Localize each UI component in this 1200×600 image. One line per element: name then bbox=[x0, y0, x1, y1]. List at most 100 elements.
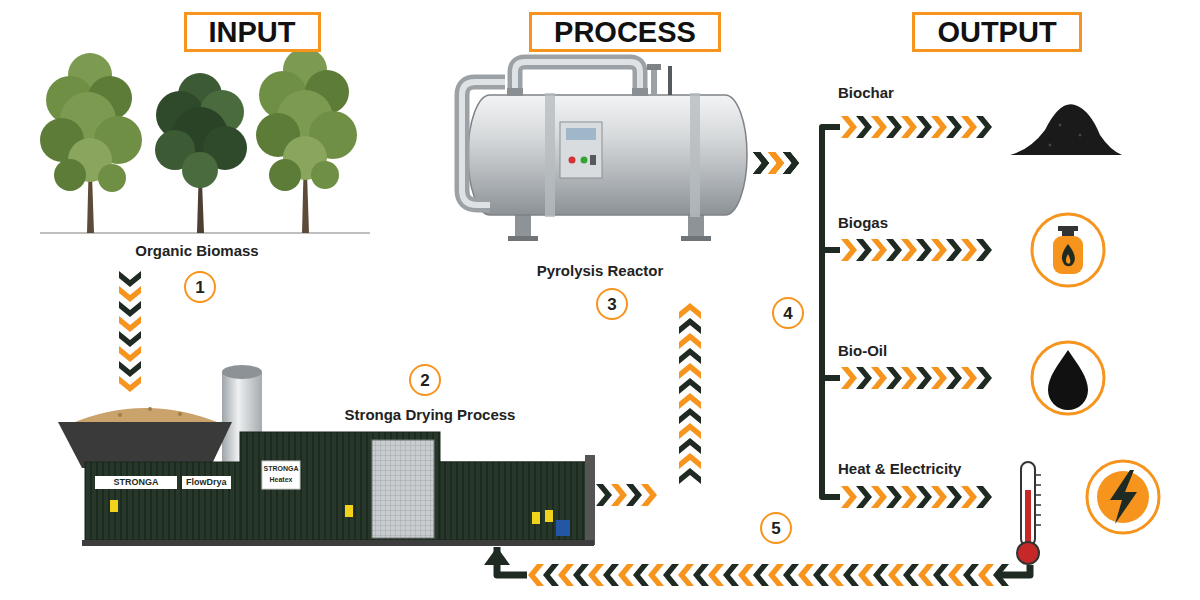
chevron bbox=[663, 564, 679, 586]
chevron bbox=[753, 152, 769, 174]
chevron bbox=[119, 301, 141, 317]
chevron bbox=[679, 318, 701, 334]
chevron bbox=[679, 438, 701, 454]
section-heading: OUTPUT bbox=[937, 15, 1056, 49]
chevron bbox=[679, 348, 701, 364]
pyrolysis-reactor-drawing bbox=[569, 157, 576, 164]
chevron bbox=[596, 484, 612, 506]
chevron bbox=[916, 239, 932, 261]
chevron bbox=[916, 367, 932, 389]
chevron bbox=[931, 367, 947, 389]
pyrolysis-reactor-drawing bbox=[545, 93, 555, 217]
chevron bbox=[871, 116, 887, 138]
callout-number-holder: 5 bbox=[760, 512, 792, 544]
drying-machine-drawing bbox=[178, 412, 182, 416]
chevron bbox=[961, 116, 977, 138]
biogas-icon bbox=[1062, 244, 1075, 266]
chevron bbox=[901, 239, 917, 261]
biochar-icon bbox=[1079, 134, 1082, 137]
pyrolysis-reactor-drawing bbox=[462, 62, 747, 241]
drying-machine-drawing bbox=[148, 407, 152, 411]
biochar-icon bbox=[1059, 124, 1062, 127]
chevron bbox=[841, 239, 857, 261]
callout-number-holder: 3 bbox=[596, 288, 628, 320]
chevron bbox=[679, 333, 701, 349]
chevron bbox=[679, 378, 701, 394]
connector-line bbox=[752, 163, 1000, 378]
arrowhead bbox=[484, 547, 510, 565]
trees bbox=[40, 48, 370, 233]
thermometer-icon bbox=[1036, 475, 1041, 525]
chevron bbox=[828, 564, 844, 586]
chevron bbox=[753, 152, 769, 174]
node-label: Biogas bbox=[838, 214, 888, 232]
chevron bbox=[119, 331, 141, 347]
chevron bbox=[753, 152, 769, 174]
output-node: Bio-Oil bbox=[1000, 340, 1140, 416]
chevron bbox=[119, 376, 141, 392]
drying-machine-drawing bbox=[222, 365, 262, 379]
pyrolysis-reactor-drawing bbox=[566, 128, 596, 140]
pyrolysis-reactor-drawing bbox=[581, 157, 588, 164]
chevron bbox=[783, 152, 799, 174]
section-header-box: OUTPUT bbox=[912, 12, 1081, 52]
chevron bbox=[679, 408, 701, 424]
machine-model-plate: FlowDrya bbox=[186, 478, 227, 487]
chevron bbox=[961, 486, 977, 508]
chevron bbox=[843, 564, 859, 586]
bio-oil-icon bbox=[1032, 342, 1104, 414]
thermometer-icon bbox=[1017, 542, 1039, 564]
chevron bbox=[768, 152, 784, 174]
machine-brand-plate: STRONGA bbox=[114, 478, 159, 487]
pyrolysis-reactor-drawing bbox=[462, 82, 505, 205]
drying-machine-drawing bbox=[82, 540, 594, 546]
chevron-connector bbox=[595, 285, 701, 506]
chevron bbox=[768, 152, 784, 174]
callout-number: 5 bbox=[771, 520, 780, 537]
biogas-icon bbox=[1032, 214, 1104, 286]
pyrolysis-reactor-drawing bbox=[507, 88, 523, 96]
chevron bbox=[679, 303, 701, 319]
chevron-connector bbox=[752, 152, 1000, 261]
chevron bbox=[873, 564, 889, 586]
chevron bbox=[901, 116, 917, 138]
chevron bbox=[888, 564, 904, 586]
drying-machine-drawing bbox=[545, 510, 553, 522]
chevron bbox=[886, 116, 902, 138]
biochar-icon bbox=[1049, 144, 1052, 147]
node-label: Pyrolysis Reactor bbox=[537, 262, 664, 280]
chevron bbox=[618, 564, 634, 586]
chevron bbox=[588, 564, 604, 586]
chevron bbox=[841, 486, 857, 508]
pyrolysis-reactor-drawing bbox=[668, 66, 672, 95]
chevron bbox=[963, 564, 979, 586]
pyrolysis-reactor-drawing bbox=[632, 88, 648, 96]
drying-machine-drawing bbox=[118, 413, 122, 417]
chevron bbox=[858, 564, 874, 586]
machine-badge-text-holder: Heatex bbox=[270, 476, 293, 483]
drying-machine-drawing bbox=[110, 500, 118, 512]
trees bbox=[98, 164, 126, 192]
chevron bbox=[841, 367, 857, 389]
chevron bbox=[886, 367, 902, 389]
chevron-connector bbox=[752, 152, 1002, 508]
pyrolysis-reactor-drawing bbox=[462, 82, 505, 205]
chevron bbox=[693, 564, 709, 586]
chevron bbox=[783, 152, 799, 174]
chevron bbox=[918, 564, 934, 586]
chevron bbox=[871, 367, 887, 389]
chevron bbox=[813, 564, 829, 586]
biogas-icon bbox=[1032, 214, 1104, 286]
electricity-icon bbox=[1097, 471, 1149, 523]
thermometer-icon bbox=[1025, 490, 1031, 548]
trees bbox=[311, 161, 339, 189]
chevron bbox=[901, 486, 917, 508]
chevron bbox=[648, 564, 664, 586]
chevron bbox=[841, 116, 857, 138]
drying-machine-drawing bbox=[58, 365, 595, 546]
pyrolysis-reactor-drawing bbox=[681, 236, 711, 241]
pyrolysis-reactor-drawing bbox=[515, 62, 640, 95]
drying-machine-drawing bbox=[532, 512, 540, 524]
chevron-connector bbox=[484, 547, 1030, 586]
